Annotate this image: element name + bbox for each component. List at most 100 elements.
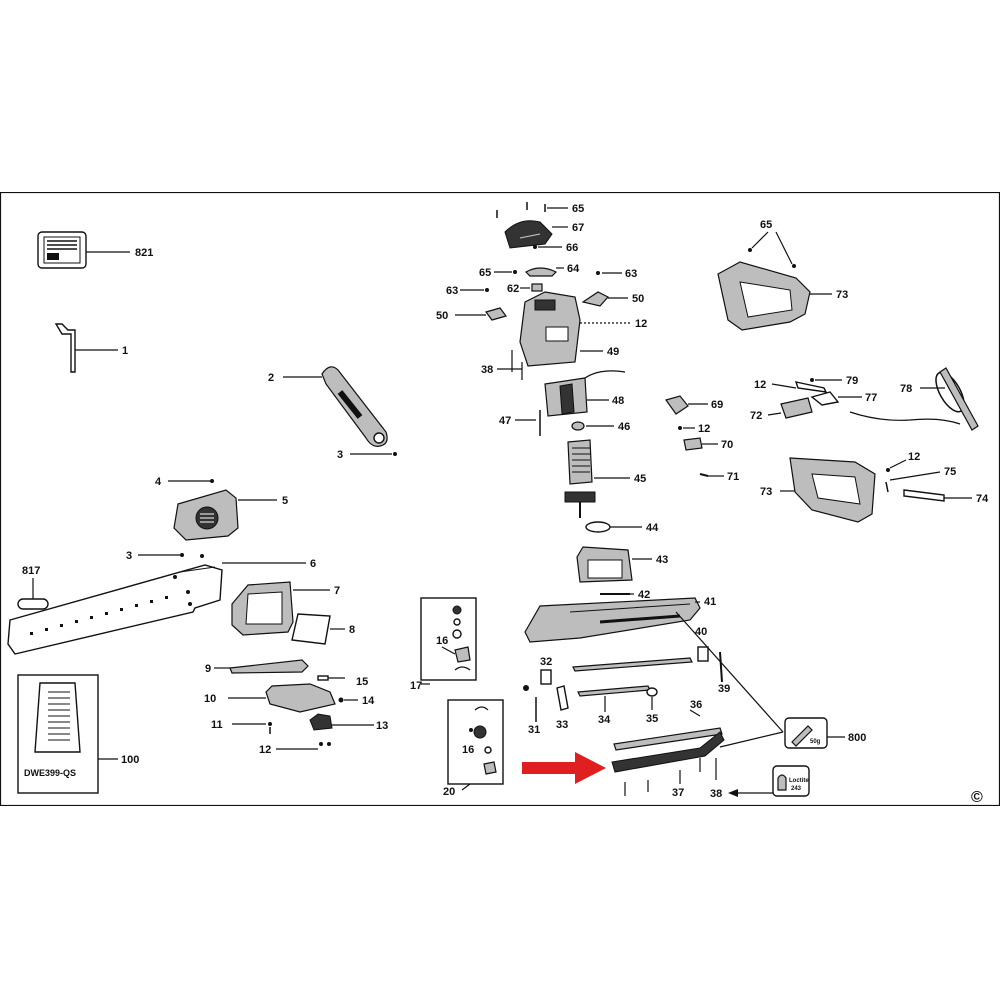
callout-3-top: 3 bbox=[337, 449, 343, 461]
callout-64: 64 bbox=[567, 263, 580, 275]
callout-63-right: 63 bbox=[625, 268, 637, 280]
part-4-screw bbox=[168, 479, 214, 483]
part-65-screws-top bbox=[496, 202, 568, 218]
part-75-spring bbox=[885, 471, 941, 493]
part-12-screw-switch bbox=[771, 381, 828, 393]
model-label: DWE399-QS bbox=[24, 768, 76, 778]
callout-33: 33 bbox=[556, 719, 568, 731]
part-100-manual-box bbox=[17, 674, 118, 794]
part-44-washer bbox=[585, 521, 642, 533]
callout-42: 42 bbox=[638, 589, 650, 601]
callout-45: 45 bbox=[634, 473, 646, 485]
callout-39: 39 bbox=[718, 683, 730, 695]
callout-800: 800 bbox=[848, 732, 866, 744]
callout-65-top: 65 bbox=[572, 203, 584, 215]
part-45-armature bbox=[564, 439, 630, 518]
callout-65-mid: 65 bbox=[479, 267, 491, 279]
part-3-screw bbox=[350, 452, 397, 456]
part-3-screws-second bbox=[138, 553, 204, 558]
callout-16-lower: 16 bbox=[462, 744, 474, 756]
callout-38-housing: 38 bbox=[481, 364, 493, 376]
part-800-kit bbox=[675, 611, 845, 749]
part-9-lever bbox=[214, 659, 309, 674]
part-33-link bbox=[556, 685, 569, 711]
part-14-screw bbox=[338, 697, 358, 703]
part-7-guard bbox=[231, 581, 330, 636]
callout-47: 47 bbox=[499, 415, 511, 427]
part-78-cable bbox=[849, 367, 979, 431]
callout-37: 37 bbox=[672, 787, 684, 799]
callout-10: 10 bbox=[204, 693, 216, 705]
part-37-blade-carrier bbox=[611, 731, 725, 796]
exploded-parts-diagram: 821 1 2 3 4 5 3 bbox=[0, 192, 1000, 806]
kit-weight: 50g bbox=[810, 739, 821, 745]
part-48-field bbox=[544, 370, 626, 417]
part-36-blade-holder bbox=[613, 709, 723, 751]
part-32-spacer bbox=[540, 669, 552, 685]
callout-40: 40 bbox=[695, 626, 707, 638]
part-35-washer bbox=[646, 687, 658, 710]
part-69-bracket bbox=[665, 395, 708, 415]
callout-13: 13 bbox=[376, 720, 388, 732]
callout-12-right: 12 bbox=[908, 451, 920, 463]
loctite-label: Loctite bbox=[789, 778, 809, 784]
callout-5: 5 bbox=[282, 495, 288, 507]
callout-15: 15 bbox=[356, 676, 368, 688]
callout-35: 35 bbox=[646, 713, 658, 725]
part-8-pad bbox=[291, 613, 345, 645]
part-74-rod bbox=[903, 489, 972, 502]
callout-73-upper: 73 bbox=[836, 289, 848, 301]
part-72-switch bbox=[767, 397, 813, 419]
callout-1: 1 bbox=[122, 345, 128, 357]
part-47-screw bbox=[515, 410, 541, 436]
part-67-top-cover bbox=[504, 220, 568, 249]
part-49-motor-housing bbox=[519, 291, 632, 367]
part-50-brush-holder-right bbox=[581, 291, 628, 307]
part-15-pin bbox=[317, 675, 345, 681]
callout-69: 69 bbox=[711, 399, 723, 411]
callout-67: 67 bbox=[572, 222, 584, 234]
callout-70: 70 bbox=[721, 439, 733, 451]
callout-12-switch: 12 bbox=[754, 379, 766, 391]
callout-817: 817 bbox=[22, 565, 40, 577]
part-5-gear-cover bbox=[173, 489, 277, 541]
part-10-bracket bbox=[228, 683, 336, 713]
part-17-clamp-kit bbox=[420, 597, 477, 685]
callout-12-left: 12 bbox=[259, 744, 271, 756]
callout-49: 49 bbox=[607, 346, 619, 358]
callout-77: 77 bbox=[865, 392, 877, 404]
callout-44: 44 bbox=[646, 522, 659, 534]
part-70-clip bbox=[683, 437, 718, 451]
callout-6: 6 bbox=[310, 558, 316, 570]
callout-62: 62 bbox=[507, 283, 519, 295]
part-12-screw-right bbox=[886, 459, 907, 472]
callout-38-lower: 38 bbox=[710, 788, 722, 800]
loctite-code: 243 bbox=[791, 786, 802, 792]
part-20-clamp-kit bbox=[447, 699, 504, 791]
part-41-gearbox bbox=[524, 597, 701, 643]
callout-50-left: 50 bbox=[436, 310, 448, 322]
callout-72: 72 bbox=[750, 410, 762, 422]
part-50-brush-holder-left bbox=[455, 307, 508, 321]
part-34-blade-rail bbox=[577, 685, 651, 712]
part-65-screw-mid bbox=[494, 270, 517, 274]
callout-14: 14 bbox=[362, 695, 375, 707]
part-62-clip bbox=[520, 283, 543, 292]
part-12-screws-left bbox=[276, 742, 331, 750]
part-73-handle-half-lower bbox=[780, 457, 876, 523]
callout-48: 48 bbox=[612, 395, 624, 407]
part-6-base-plate bbox=[7, 562, 306, 655]
loctite-icon bbox=[728, 765, 810, 797]
callout-75: 75 bbox=[944, 466, 956, 478]
callout-100: 100 bbox=[121, 754, 139, 766]
part-71-screw bbox=[699, 473, 724, 477]
callout-16-upper: 16 bbox=[436, 635, 448, 647]
part-63-screw-left bbox=[460, 288, 489, 292]
callout-73-lower: 73 bbox=[760, 486, 772, 498]
callout-50-right: 50 bbox=[632, 293, 644, 305]
part-817-slider bbox=[17, 578, 49, 610]
callout-821: 821 bbox=[135, 247, 153, 259]
callout-46: 46 bbox=[618, 421, 630, 433]
part-77-trigger bbox=[810, 391, 862, 406]
part-43-gear-housing bbox=[576, 546, 652, 583]
